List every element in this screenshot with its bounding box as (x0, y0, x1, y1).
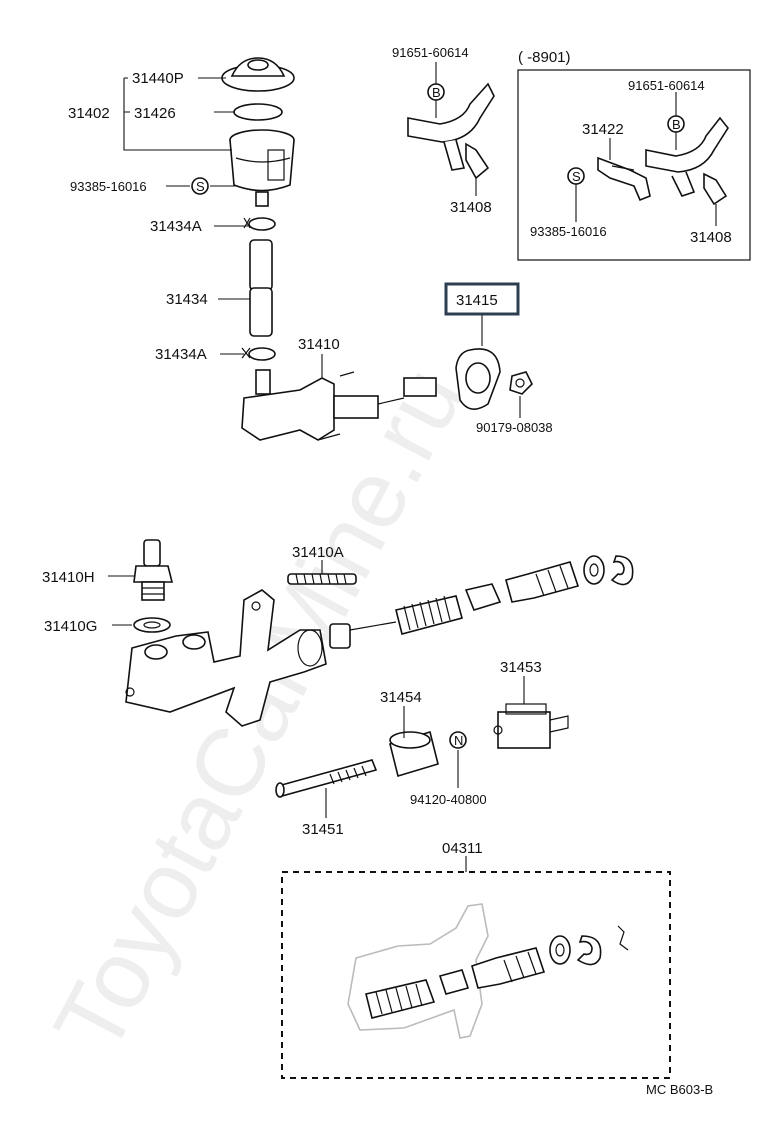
hose-clamp-bottom[interactable] (241, 347, 276, 361)
n-symbol: N (454, 733, 463, 748)
s-symbol-a: S (196, 179, 205, 194)
piston[interactable] (505, 561, 580, 603)
s-symbol-circle-a (191, 177, 209, 195)
master-cylinder-body[interactable] (125, 589, 327, 727)
bracket-31408-a[interactable] (407, 82, 495, 180)
kit-cylinder-outline (347, 903, 489, 1039)
kit-piston[interactable] (471, 947, 546, 989)
nut-90179[interactable] (509, 371, 533, 395)
highlight-box-31415 (444, 282, 520, 316)
spring-retainer-rod[interactable] (329, 621, 397, 649)
master-cylinder-assembly[interactable] (241, 369, 437, 441)
b-symbol-a: B (432, 85, 441, 100)
inset-range-label: ( -8901) (518, 49, 571, 66)
reservoir-body[interactable] (229, 129, 295, 207)
piston-cup[interactable] (464, 583, 502, 611)
callout-31451[interactable]: 31451 (302, 821, 344, 838)
snap-ring[interactable] (610, 555, 634, 586)
kit-piston-cup[interactable] (438, 969, 470, 995)
reservoir-gasket[interactable] (233, 103, 283, 121)
callout-94120[interactable]: 94120-40800 (410, 792, 487, 807)
callout-31415[interactable]: 31415 (456, 292, 498, 309)
kit-clip[interactable] (617, 925, 629, 951)
callout-31426[interactable]: 31426 (134, 105, 176, 122)
callout-31408a[interactable]: 31408 (450, 199, 492, 216)
kit-snap-ring[interactable] (576, 935, 602, 966)
s-symbol-b: S (572, 169, 581, 184)
callout-31440P[interactable]: 31440P (132, 70, 184, 87)
gasket-31415[interactable] (455, 348, 501, 410)
callout-31410H[interactable]: 31410H (42, 569, 95, 586)
callout-31434A-top[interactable]: 31434A (150, 218, 202, 235)
b-symbol-b: B (672, 117, 681, 132)
callout-31434[interactable]: 31434 (166, 291, 208, 308)
bracket-31422[interactable] (597, 156, 651, 202)
callout-31434A-bottom[interactable]: 31434A (155, 346, 207, 363)
leader-31402-bracket (123, 77, 232, 151)
b-symbol-circle-b (667, 115, 685, 133)
return-spring[interactable] (395, 595, 463, 635)
gasket-31410G[interactable] (133, 617, 171, 633)
callout-31454[interactable]: 31454 (380, 689, 422, 706)
reservoir-cap[interactable] (221, 57, 295, 92)
boot-31454[interactable] (389, 730, 439, 778)
n-symbol-circle (449, 731, 467, 749)
stud-bolt-31410A[interactable] (287, 573, 357, 585)
kit-spring[interactable] (365, 979, 436, 1019)
callout-91651a[interactable]: 91651-60614 (392, 45, 469, 60)
hose-clamp-top[interactable] (243, 217, 276, 231)
callout-31402[interactable]: 31402 (68, 105, 110, 122)
callout-91651b[interactable]: 91651-60614 (628, 78, 705, 93)
pushrod-31451[interactable] (275, 759, 378, 798)
reservoir-hose[interactable] (249, 239, 273, 337)
clevis-31453[interactable] (493, 703, 569, 749)
union-fitting-31410H[interactable] (133, 539, 174, 601)
diagram-code: MC B603-B (646, 1082, 713, 1097)
callout-90179[interactable]: 90179-08038 (476, 420, 553, 435)
inset-frame (517, 69, 751, 261)
kit-washer[interactable] (549, 935, 571, 965)
s-symbol-circle-b (567, 167, 585, 185)
callout-31453[interactable]: 31453 (500, 659, 542, 676)
bracket-31408-b[interactable] (645, 116, 729, 206)
callout-93385a[interactable]: 93385-16016 (70, 179, 147, 194)
callout-31422[interactable]: 31422 (582, 121, 624, 138)
callout-31410G[interactable]: 31410G (44, 618, 97, 635)
callout-31410[interactable]: 31410 (298, 336, 340, 353)
callout-04311[interactable]: 04311 (442, 840, 483, 857)
callout-93385b[interactable]: 93385-16016 (530, 224, 607, 239)
b-symbol-circle-a (427, 83, 445, 101)
piston-washer[interactable] (583, 555, 605, 585)
callout-31410A[interactable]: 31410A (292, 544, 344, 561)
callout-31408b[interactable]: 31408 (690, 229, 732, 246)
